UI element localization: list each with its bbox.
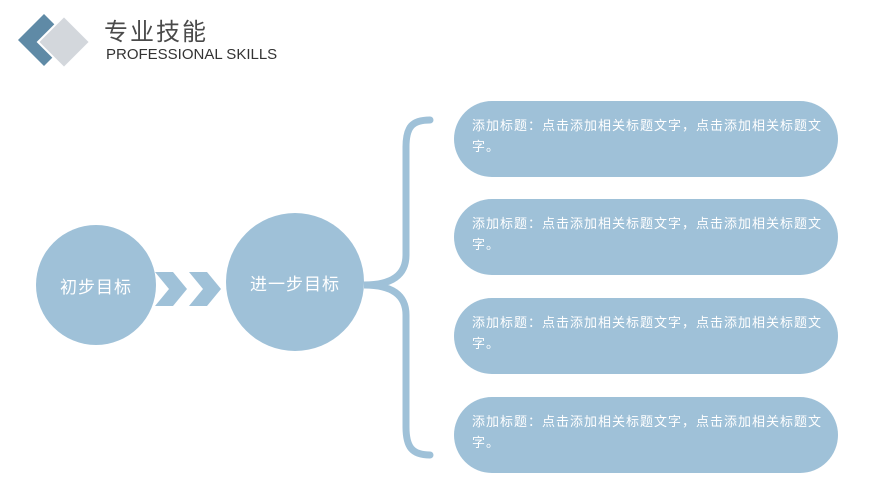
skill-card: 添加标题：点击添加相关标题文字，点击添加相关标题文字。 [454, 199, 838, 275]
skill-card: 添加标题：点击添加相关标题文字，点击添加相关标题文字。 [454, 397, 838, 473]
curly-brace-connector [363, 116, 434, 459]
skill-card-text: 添加标题：点击添加相关标题文字，点击添加相关标题文字。 [472, 415, 823, 451]
logo-diamonds-icon [18, 14, 92, 70]
skill-card: 添加标题：点击添加相关标题文字，点击添加相关标题文字。 [454, 101, 838, 177]
skill-card-text: 添加标题：点击添加相关标题文字，点击添加相关标题文字。 [472, 316, 823, 352]
start-goal-label: 初步目标 [60, 277, 132, 298]
next-goal-circle: 进一步目标 [226, 213, 364, 351]
skill-card-text: 添加标题：点击添加相关标题文字，点击添加相关标题文字。 [472, 119, 823, 155]
double-chevron-right-icon [155, 272, 221, 306]
skill-card: 添加标题：点击添加相关标题文字，点击添加相关标题文字。 [454, 298, 838, 374]
page-title: 专业技能 [104, 18, 208, 46]
next-goal-label: 进一步目标 [250, 274, 340, 295]
start-goal-circle: 初步目标 [36, 225, 156, 345]
skill-card-text: 添加标题：点击添加相关标题文字，点击添加相关标题文字。 [472, 217, 823, 253]
page-subtitle: PROFESSIONAL SKILLS [106, 46, 278, 63]
